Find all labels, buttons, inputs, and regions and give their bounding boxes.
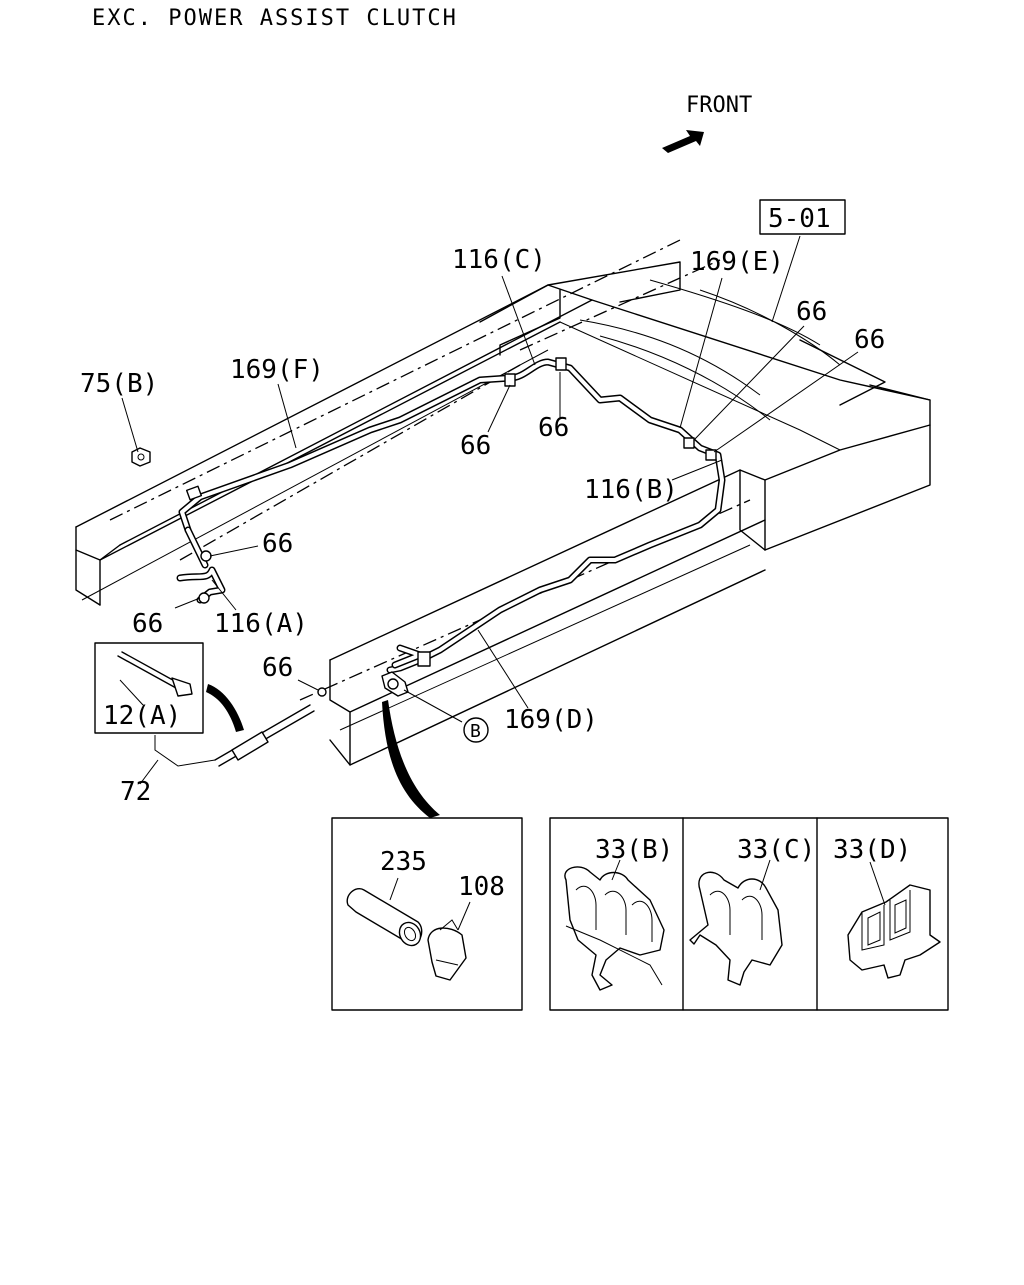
front-arrow-icon bbox=[662, 130, 704, 153]
callout-116b: 116(B) bbox=[584, 475, 678, 505]
detail-panel-clips bbox=[549, 817, 949, 1011]
clip-33c bbox=[689, 859, 783, 986]
callout-75b: 75(B) bbox=[80, 369, 158, 399]
callout-66-left: 66 bbox=[262, 529, 293, 559]
pointer-arrow-12a bbox=[206, 684, 244, 732]
clip-33c-label: 33(C) bbox=[737, 835, 815, 865]
callout-66-bottom: 66 bbox=[262, 653, 293, 683]
part-235: 235 bbox=[380, 847, 427, 877]
callout-b: B bbox=[470, 721, 481, 742]
reference-label: 5-01 bbox=[768, 204, 831, 234]
callout-66-upper-right: 66 bbox=[796, 297, 827, 327]
fitting-108 bbox=[427, 919, 467, 981]
inset-box-12a bbox=[94, 642, 204, 734]
callout-169e: 169(E) bbox=[690, 247, 784, 277]
callout-66-right: 66 bbox=[854, 325, 885, 355]
sleeve-235 bbox=[346, 888, 423, 947]
callout-169d: 169(D) bbox=[504, 705, 598, 735]
callout-66-center-left: 66 bbox=[460, 431, 491, 461]
callout-12a: 12(A) bbox=[103, 701, 181, 731]
rod-72 bbox=[214, 704, 315, 767]
callout-169f: 169(F) bbox=[230, 355, 324, 385]
pointer-arrow-detail bbox=[382, 700, 440, 818]
front-label: FRONT bbox=[686, 93, 752, 118]
nut-75b bbox=[131, 447, 151, 467]
bolt-12a bbox=[117, 651, 193, 697]
clip-33d bbox=[847, 861, 941, 979]
reference-box bbox=[759, 199, 846, 235]
chassis-frame bbox=[75, 239, 931, 766]
callout-66-center: 66 bbox=[538, 413, 569, 443]
callout-b-circle bbox=[463, 717, 489, 743]
clip-33b-label: 33(B) bbox=[595, 835, 673, 865]
callout-116c: 116(C) bbox=[452, 245, 546, 275]
part-108: 108 bbox=[458, 872, 505, 902]
clip-33b bbox=[564, 859, 665, 991]
detail-panel-connector bbox=[331, 817, 523, 1011]
callout-72: 72 bbox=[120, 777, 151, 807]
connector-b bbox=[381, 671, 409, 697]
leader-lines bbox=[119, 235, 859, 785]
diagram-title: EXC. POWER ASSIST CLUTCH bbox=[92, 6, 458, 31]
callout-116a: 116(A) bbox=[214, 609, 308, 639]
callout-66-lower-left: 66 bbox=[132, 609, 163, 639]
clip-33d-label: 33(D) bbox=[833, 835, 911, 865]
